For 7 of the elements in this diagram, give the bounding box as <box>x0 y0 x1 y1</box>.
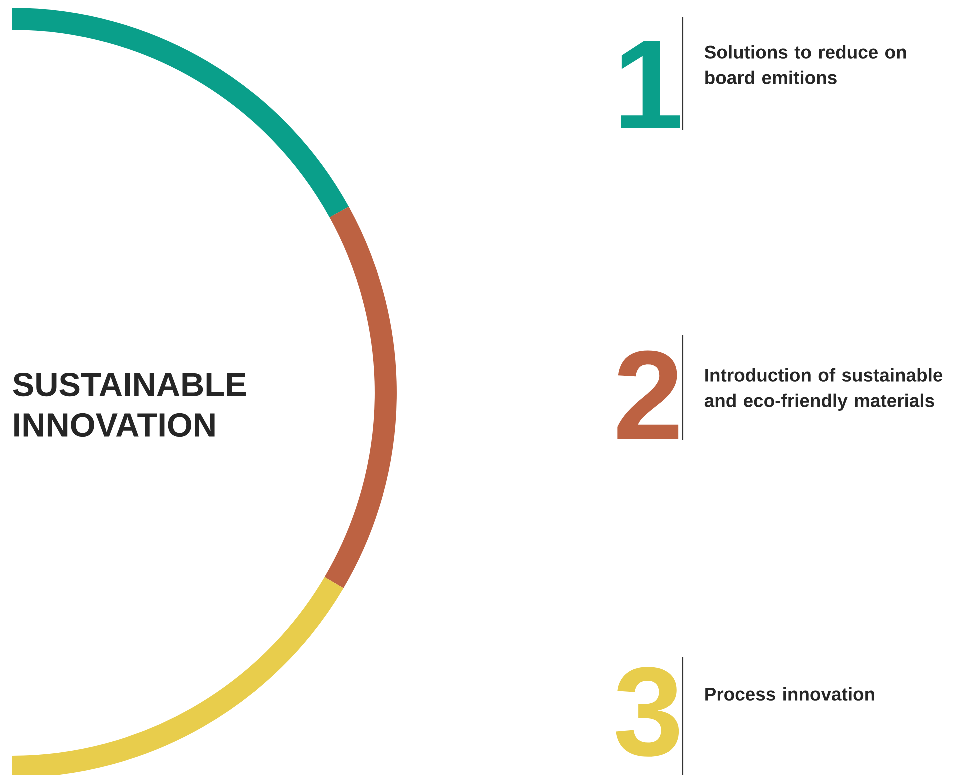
item-number: 2 <box>618 350 679 440</box>
item-number: 1 <box>621 41 680 129</box>
item-number: 3 <box>616 667 680 757</box>
item-text: Introduction of sustainable and eco-friendly materials <box>704 368 943 412</box>
title: SUSTAINABLE INNOVATION <box>13 372 246 438</box>
item-text: Process innovation <box>706 687 874 701</box>
item-text: Solutions to reduce on board emitions <box>704 45 906 84</box>
